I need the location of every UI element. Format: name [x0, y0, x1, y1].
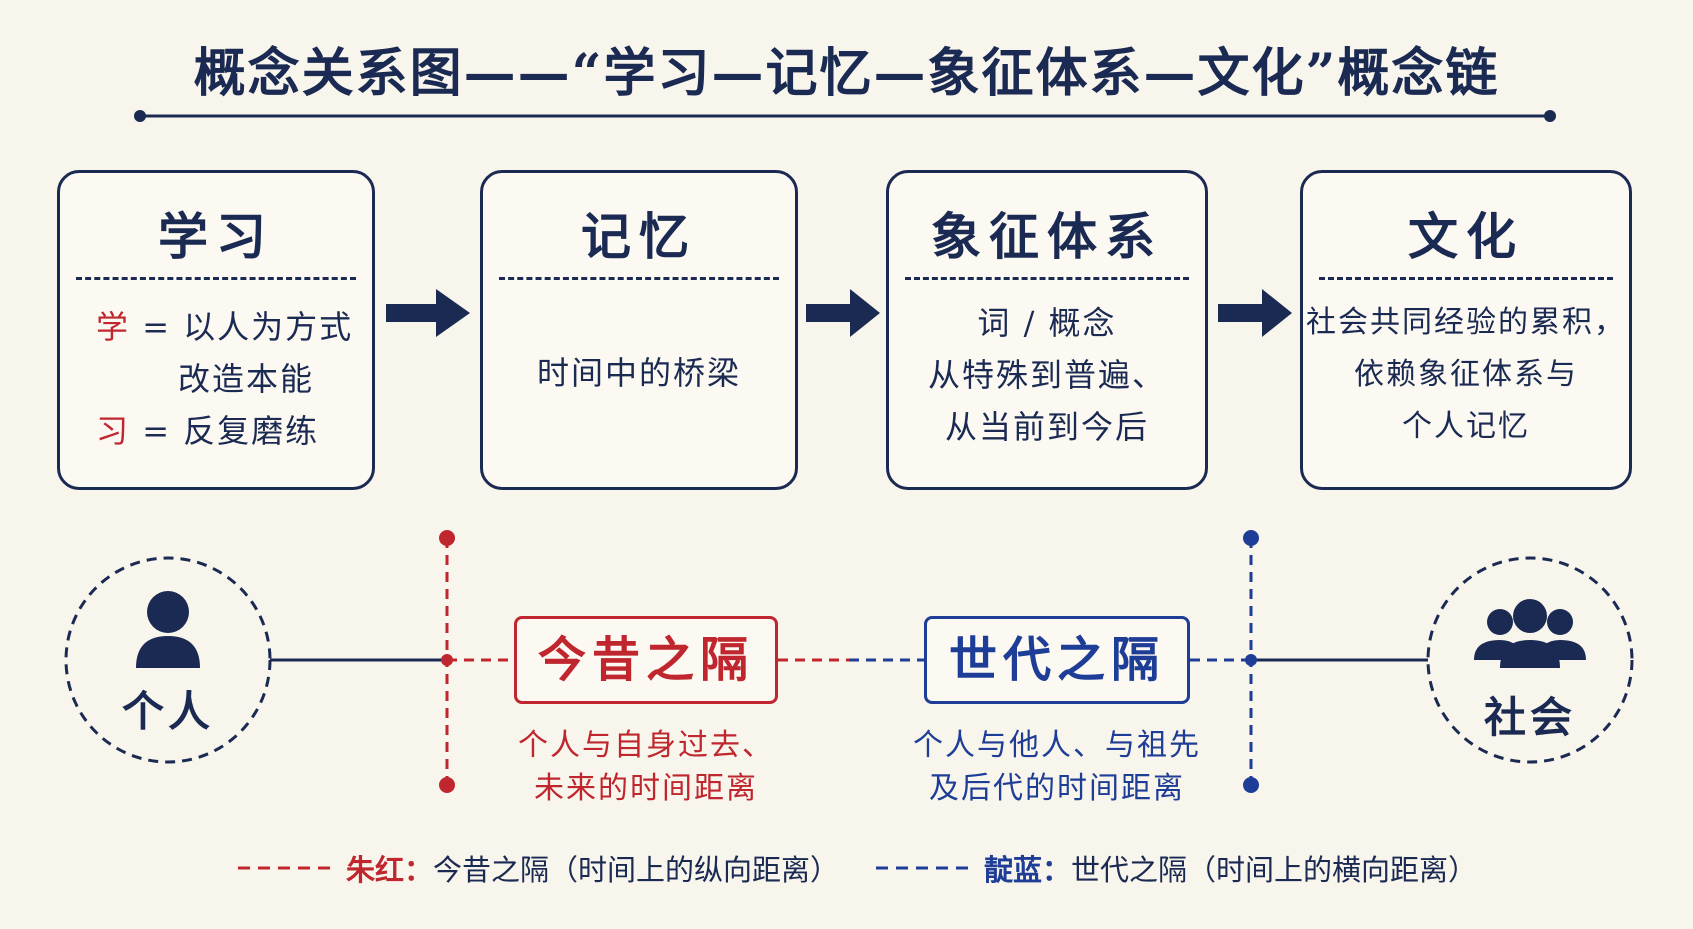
concept-line: 改造本能 — [178, 360, 315, 398]
concept-divider — [76, 277, 356, 280]
legend-red-text: 今昔之隔（时间上的纵向距离） — [433, 853, 840, 887]
gap-generation-box: 世代之隔 — [924, 616, 1190, 704]
concept-body: 词 / 概念 从特殊到普遍、 从当前到今后 — [889, 297, 1205, 453]
gap-past-desc: 个人与自身过去、 未来的时间距离 — [480, 724, 812, 810]
title-underline-dot-left — [134, 110, 146, 122]
key-xi: 习 — [96, 412, 131, 450]
concept-head: 象征体系 — [931, 207, 1163, 266]
concept-body: 学 = 以人为方式 改造本能 习 = 反复磨练 — [96, 301, 372, 457]
gap-past-box: 今昔之隔 — [514, 616, 778, 704]
concept-line: 从当前到今后 — [944, 408, 1149, 446]
gap-generation-desc-line2: 及后代的时间距离 — [929, 771, 1185, 806]
concept-head: 文化 — [1408, 207, 1524, 266]
blue-marker-dot-top — [1243, 530, 1259, 546]
individual-label: 个人 — [121, 687, 214, 736]
page-title: 概念关系图——“学习—记忆—象征体系—文化”概念链 — [193, 43, 1500, 104]
gap-past-desc-line1: 个人与自身过去、 — [518, 728, 774, 763]
gap-generation-desc-line1: 个人与他人、与祖先 — [913, 728, 1201, 763]
concept-line: 时间中的桥梁 — [536, 354, 741, 392]
arrow-1-icon — [386, 289, 470, 337]
concept-box-symbol-system: 象征体系 词 / 概念 从特殊到普遍、 从当前到今后 — [886, 170, 1208, 490]
red-marker-dot-mid — [441, 654, 453, 666]
legend-red: 朱红：今昔之隔（时间上的纵向距离） — [346, 850, 839, 890]
concept-line: 依赖象征体系与 — [1354, 357, 1578, 392]
red-marker-dot-bottom — [439, 777, 455, 793]
concept-line: 个人记忆 — [1402, 409, 1530, 444]
key-xue: 学 — [96, 308, 131, 346]
red-marker-dot-top — [439, 530, 455, 546]
concept-box-learning: 学习 学 = 以人为方式 改造本能 习 = 反复磨练 — [57, 170, 375, 490]
society-circle — [1426, 556, 1634, 764]
group-icon — [1474, 599, 1586, 668]
concept-line: = 反复磨练 — [142, 412, 320, 450]
concept-line: = 以人为方式 — [142, 308, 354, 346]
arrow-3-icon — [1218, 289, 1292, 337]
concept-head: 学习 — [158, 207, 274, 266]
concept-body: 时间中的桥梁 — [483, 347, 795, 399]
concept-head: 记忆 — [581, 207, 697, 266]
concept-divider — [905, 277, 1189, 280]
gap-generation-desc: 个人与他人、与祖先 及后代的时间距离 — [890, 724, 1224, 810]
concept-divider — [1319, 277, 1613, 280]
legend-blue: 靛蓝：世代之隔（时间上的横向距离） — [984, 850, 1477, 890]
legend-red-key: 朱红： — [346, 853, 434, 887]
concept-box-memory: 记忆 时间中的桥梁 — [480, 170, 798, 490]
concept-line: 词 / 概念 — [977, 304, 1117, 342]
concept-line: 从特殊到普遍、 — [927, 356, 1166, 394]
concept-body: 社会共同经验的累积， 依赖象征体系与 个人记忆 — [1303, 297, 1629, 453]
legend-blue-text: 世代之隔（时间上的横向距离） — [1071, 853, 1478, 887]
arrow-2-icon — [806, 289, 880, 337]
legend-blue-key: 靛蓝： — [984, 853, 1072, 887]
concept-box-culture: 文化 社会共同经验的累积， 依赖象征体系与 个人记忆 — [1300, 170, 1632, 490]
person-icon — [136, 591, 200, 668]
blue-marker-dot-bottom — [1243, 777, 1259, 793]
society-label: 社会 — [1483, 693, 1576, 742]
concept-divider — [499, 277, 779, 280]
title-underline-dot-right — [1544, 110, 1556, 122]
blue-marker-dot-mid — [1245, 654, 1257, 666]
concept-line: 社会共同经验的累积， — [1306, 305, 1626, 340]
gap-past-desc-line2: 未来的时间距离 — [534, 771, 758, 806]
